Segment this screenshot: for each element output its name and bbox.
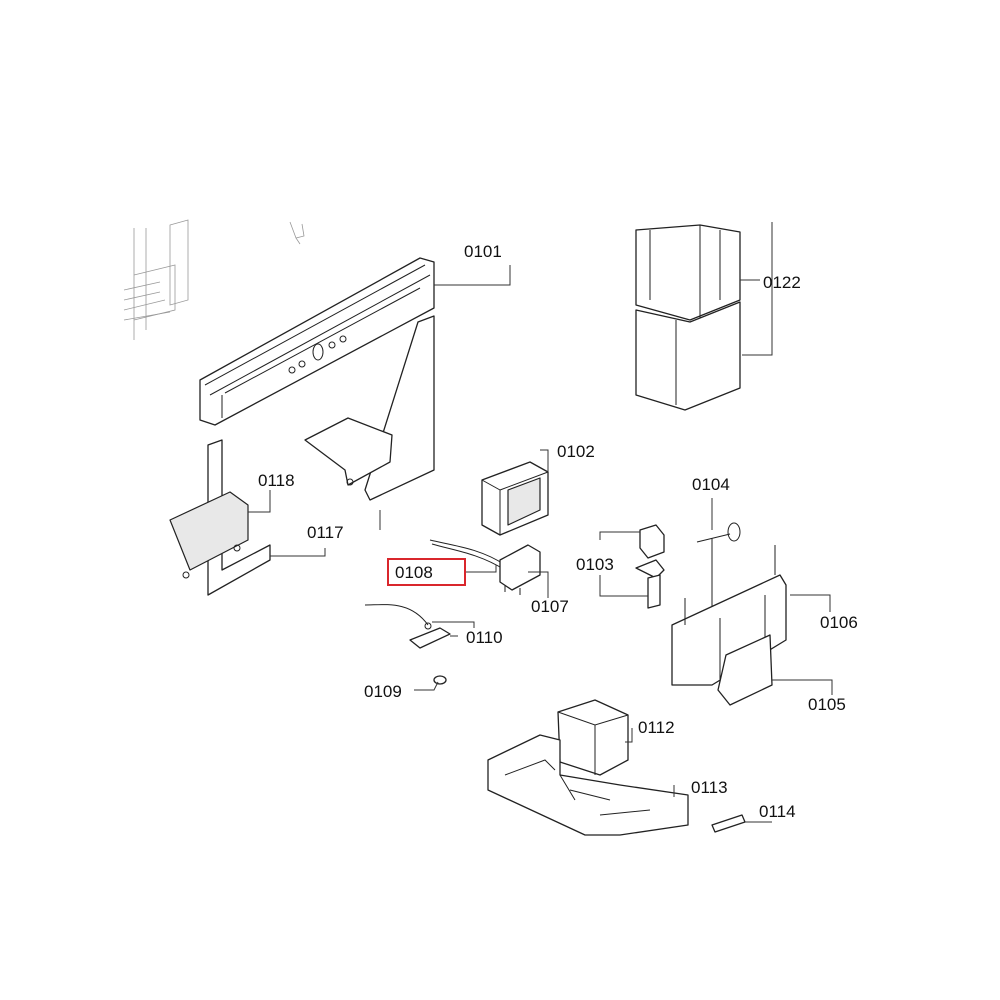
label-0112[interactable]: 0112	[638, 718, 675, 737]
label-0122[interactable]: 0122	[763, 273, 801, 292]
leader-lines	[248, 222, 833, 823]
label-0103[interactable]: 0103	[576, 555, 614, 574]
leader-0103	[599, 531, 648, 597]
part-0110-sensor[interactable]	[364, 604, 451, 649]
label-0109[interactable]: 0109	[364, 682, 402, 701]
leader-0101	[434, 265, 511, 286]
label-0107[interactable]: 0107	[531, 597, 569, 616]
part-0101-top-panel[interactable]	[199, 257, 435, 426]
part-0118-bracket[interactable]	[169, 417, 393, 579]
part-0114-strip[interactable]	[711, 814, 746, 833]
leader-0108	[466, 565, 497, 573]
part-0113-tray[interactable]	[487, 734, 689, 836]
leader-0122	[740, 222, 773, 356]
leader-0105	[772, 679, 833, 695]
label-0108[interactable]: 0108	[395, 563, 433, 582]
label-0114[interactable]: 0114	[759, 802, 796, 821]
part-0107-switch[interactable]	[499, 544, 541, 595]
leader-0118	[248, 490, 271, 513]
label-0101[interactable]: 0101	[464, 242, 502, 261]
part-0103-valve[interactable]	[635, 524, 665, 609]
part-0102-transformer[interactable]	[481, 461, 549, 536]
part-0109-cap[interactable]	[433, 675, 447, 685]
cabinet-background-outline	[123, 219, 305, 340]
part-0112-container[interactable]	[557, 699, 629, 776]
part-0104-tube[interactable]	[696, 522, 741, 612]
part-0105-flap[interactable]	[717, 634, 773, 706]
leader-0102	[540, 449, 549, 472]
leader-0110	[432, 621, 475, 637]
leader-0106	[790, 594, 831, 612]
label-0118[interactable]: 0118	[258, 471, 295, 490]
part-0108-switch-wire[interactable]	[429, 539, 506, 571]
part-0106-front-cover[interactable]	[671, 545, 787, 686]
label-0117[interactable]: 0117	[307, 523, 344, 542]
label-0113[interactable]: 0113	[691, 778, 728, 797]
leader-0107	[528, 571, 549, 598]
leader-0112	[625, 728, 633, 743]
label-0102[interactable]: 0102	[557, 442, 595, 461]
label-0106[interactable]: 0106	[820, 613, 858, 632]
part-0122-column[interactable]	[635, 224, 741, 411]
label-0110[interactable]: 0110	[466, 628, 503, 647]
label-0104[interactable]: 0104	[692, 475, 730, 494]
highlight-box-0108	[387, 558, 466, 586]
label-0105[interactable]: 0105	[808, 695, 846, 714]
leader-0117	[270, 510, 381, 557]
leader-0109	[414, 681, 439, 691]
